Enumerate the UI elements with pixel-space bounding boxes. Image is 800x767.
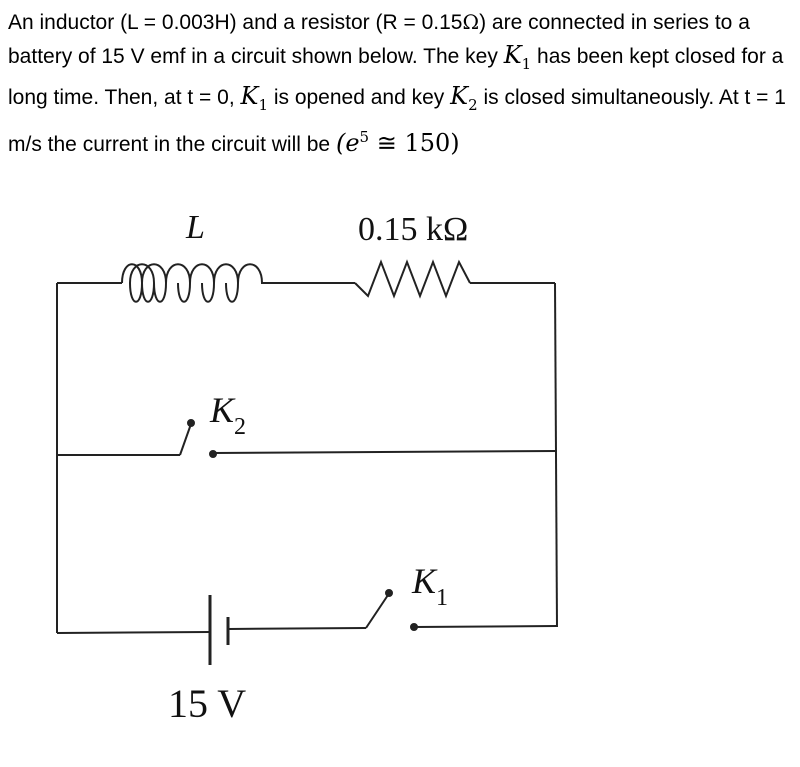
k2-math: K2 [450,81,478,114]
k2-contact [187,419,195,427]
k1-contact [385,589,393,597]
wire [212,450,558,454]
battery-label: 15 V [168,681,246,726]
question-text: An inductor (L = 0.003H) and a resistor … [8,6,793,161]
k1-switch-blade [365,594,389,629]
text-part: is closed simultaneously. At t = 1 m/s t… [8,85,786,156]
k2-switch-blade [179,423,192,456]
inductor-label: L [185,209,205,246]
resistor-label: 0.15 kΩ [358,211,468,248]
omega-symbol: Ω [462,10,480,34]
inductor-coil [121,263,284,303]
k2-contact [209,450,217,458]
k1-math: K1 [240,81,268,114]
text-part: has been kept closed for a long time. Th… [8,45,784,109]
wire [56,631,211,634]
resistor [354,259,471,299]
text-part: An inductor (L = 0.003H) and a resistor … [8,11,463,34]
k1-math: K1 [503,41,532,73]
wire [227,627,367,630]
approx-math: (e5 ≅ 150) [335,127,460,157]
wire [413,625,558,628]
text-part: is opened and key [267,85,451,109]
wire [554,282,558,628]
k2-label: K2 [209,390,246,440]
k1-label: K1 [411,561,448,611]
text-part: ) are connected in series to a battery o… [8,11,750,68]
